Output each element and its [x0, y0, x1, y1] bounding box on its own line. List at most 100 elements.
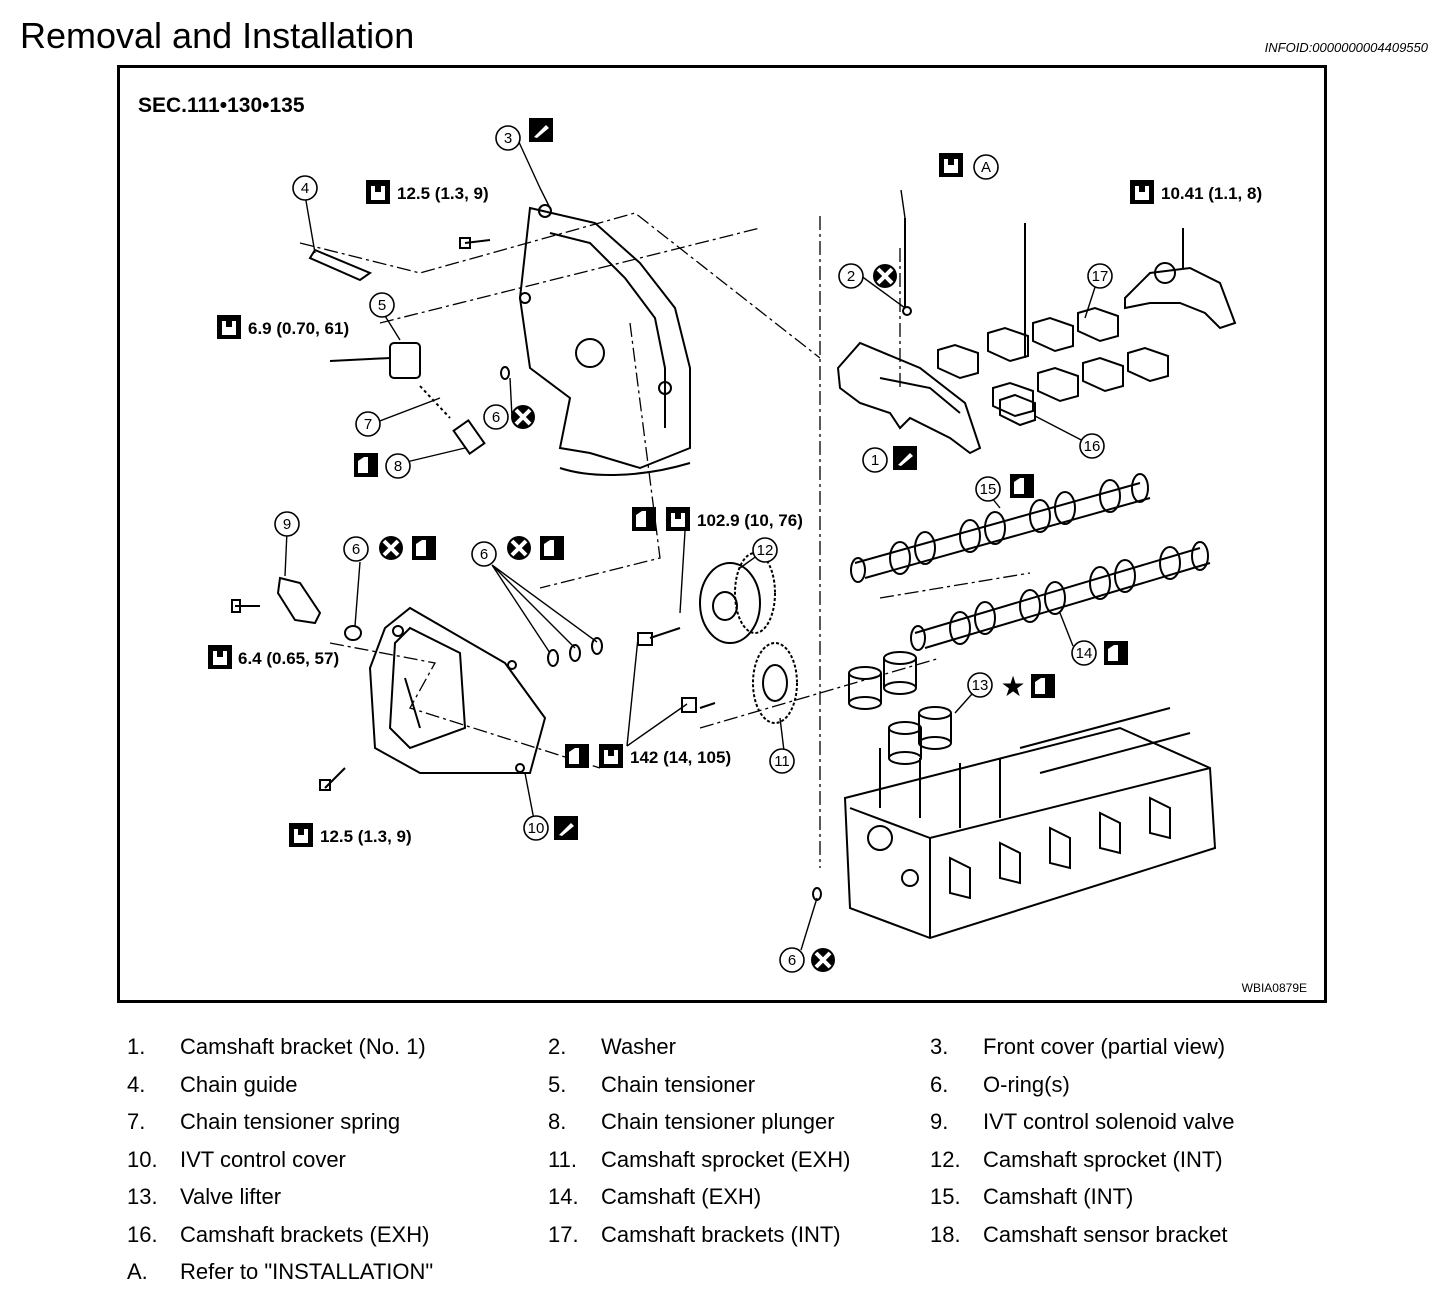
grease-icon	[412, 536, 436, 560]
legend-text: IVT control solenoid valve	[983, 1109, 1235, 1134]
legend-number: 2.	[548, 1034, 567, 1059]
legend-text: Camshaft brackets (EXH)	[180, 1221, 430, 1247]
section-label: SEC.111•130•135	[138, 94, 305, 117]
callout-circle	[495, 125, 521, 151]
callout-label: 17	[1092, 268, 1109, 285]
diagram-canvas: SEC.111•130•135	[138, 94, 1307, 995]
callout-label: 4	[301, 180, 309, 197]
callout-5: 5	[369, 292, 395, 318]
callout-circle	[1079, 433, 1105, 459]
torque-front-cover-bolt: 12.5 (1.3, 9)	[397, 184, 489, 203]
camshaft-brackets	[937, 306, 1169, 427]
cylinder-head	[812, 707, 1217, 940]
callout-15: 15	[975, 476, 1001, 502]
callout-17: 17	[1087, 263, 1113, 289]
torque-icon	[289, 823, 313, 847]
legend-number: 16.	[127, 1221, 158, 1247]
callout-A: A	[973, 154, 999, 180]
legend-text: Chain tensioner plunger	[601, 1109, 835, 1134]
callout-circle	[967, 672, 993, 698]
torque-icon	[599, 744, 623, 768]
callout-circle	[385, 453, 411, 479]
legend-text: Camshaft brackets (INT)	[601, 1221, 841, 1247]
torque-icon	[939, 153, 963, 177]
callout-circle	[862, 447, 888, 473]
legend-text: Chain tensioner	[601, 1071, 756, 1097]
callout-14: 14	[1071, 640, 1097, 666]
callout-12: 12	[752, 537, 778, 563]
legend-number: 9.	[930, 1109, 949, 1134]
chain-tensioner	[329, 342, 486, 456]
grease-icon	[1010, 474, 1034, 498]
legend-number: 14.	[548, 1184, 579, 1209]
torque-icon	[366, 180, 390, 204]
sprocket-int	[699, 552, 776, 644]
callout-label: 6	[492, 409, 500, 426]
legend-number: 5.	[548, 1071, 567, 1097]
legend-number: 1.	[127, 1034, 146, 1059]
torque-ivt-cover: 12.5 (1.3, 9)	[320, 827, 412, 846]
solenoid-valve	[231, 576, 362, 641]
grease-icon	[565, 744, 589, 768]
legend-text: Camshaft sensor bracket	[983, 1221, 1228, 1247]
callout-circle	[355, 411, 381, 437]
legend-number: 18.	[930, 1221, 961, 1247]
exploded-diagram: SEC.111•130•135	[117, 65, 1327, 1003]
legend-number: 4.	[127, 1071, 146, 1097]
callout-label: 1	[871, 452, 879, 469]
callout-circle	[975, 476, 1001, 502]
ivt-control-cover	[368, 606, 547, 774]
grease-icon	[632, 507, 656, 531]
callout-circle	[274, 511, 300, 537]
callout-label: 15	[980, 481, 997, 498]
star-icon: ★	[1000, 671, 1025, 702]
legend-text: Front cover (partial view)	[983, 1034, 1226, 1059]
legend-text: Camshaft sprocket (INT)	[983, 1146, 1223, 1172]
sealant-icon	[893, 446, 917, 470]
torque-sprocket-exh: 142 (14, 105)	[630, 748, 731, 767]
torque-sensor-bracket: 10.41 (1.1, 8)	[1161, 184, 1262, 203]
legend-number: A.	[127, 1259, 148, 1284]
legend-number: 13.	[127, 1184, 158, 1209]
legend-text: O-ring(s)	[983, 1071, 1070, 1097]
new-part-icon	[871, 262, 899, 290]
callout-6: 6	[483, 404, 509, 430]
callout-circle	[769, 748, 795, 774]
callout-label: 3	[504, 130, 512, 147]
callout-label: 16	[1084, 438, 1101, 455]
callout-label: 6	[480, 546, 488, 563]
front-cover	[518, 204, 691, 476]
legend-text: Valve lifter	[180, 1184, 282, 1209]
callout-1: 1	[862, 447, 888, 473]
legend-text: Chain tensioner spring	[180, 1109, 401, 1134]
camshaft-sensor-bracket	[1124, 228, 1237, 330]
callout-circle	[779, 947, 805, 973]
callout-label: 14	[1076, 645, 1093, 662]
new-part-icon	[809, 946, 837, 974]
legend-text: IVT control cover	[180, 1146, 346, 1172]
callout-label: A	[981, 159, 991, 176]
new-part-icon	[377, 534, 405, 562]
camshaft-bracket-no1	[836, 218, 1026, 455]
legend-number: 12.	[930, 1146, 961, 1172]
legend-text: Camshaft (EXH)	[601, 1184, 762, 1209]
callout-11: 11	[769, 748, 795, 774]
sprocket-exh	[752, 642, 798, 724]
valve-lifters	[848, 651, 952, 765]
callout-circle	[483, 404, 509, 430]
callout-circle	[369, 292, 395, 318]
new-part-icon	[509, 403, 537, 431]
torque-icon	[208, 645, 232, 669]
chain-guide	[308, 248, 373, 282]
torque-tensioner-bolt: 6.9 (0.70, 61)	[248, 319, 349, 338]
callout-16: 16	[1079, 433, 1105, 459]
legend-text: Camshaft (INT)	[983, 1184, 1134, 1209]
callout-label: 6	[788, 952, 796, 969]
callout-label: 11	[774, 753, 790, 770]
legend-text: Camshaft bracket (No. 1)	[180, 1034, 426, 1059]
new-part-icon	[505, 534, 533, 562]
legend-text: Refer to "INSTALLATION"	[180, 1259, 434, 1284]
info-id: INFOID:0000000004409550	[1264, 40, 1428, 55]
callout-circle	[838, 263, 864, 289]
grease-icon	[540, 536, 564, 560]
